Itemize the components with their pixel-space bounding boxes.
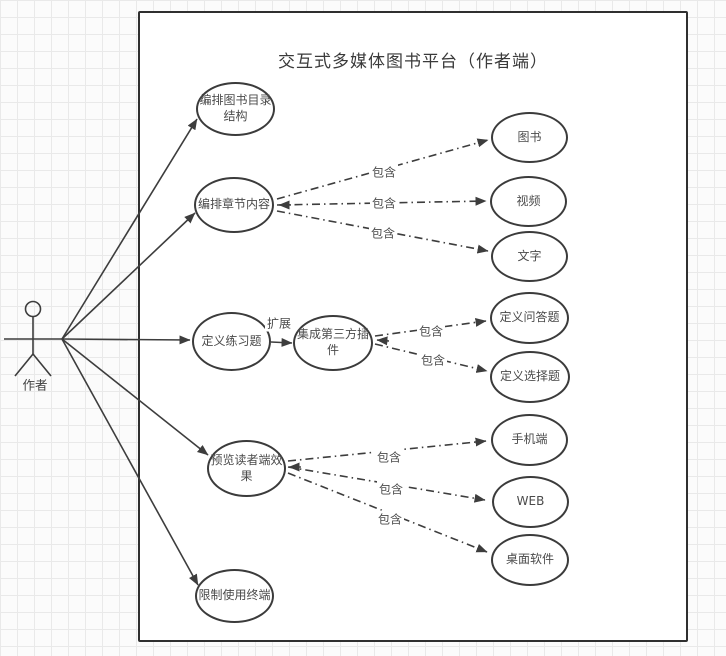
edge-actor-chapter xyxy=(61,212,196,340)
reverse-arrowheads xyxy=(278,200,390,472)
edge-actor-catalog xyxy=(61,118,198,340)
usecase-book[interactable]: 图书 xyxy=(491,112,568,163)
edge-label-include: 包含 xyxy=(418,351,448,369)
usecase-label: 图书 xyxy=(517,129,542,144)
edge-actor-exercise xyxy=(61,335,191,345)
usecase-label: 视频 xyxy=(516,193,541,208)
actor-head xyxy=(24,300,42,318)
edge-actor-restrict xyxy=(61,338,199,586)
usecase-mobile[interactable]: 手机端 xyxy=(491,414,568,466)
actor-leg-right xyxy=(32,353,52,377)
usecase-label: 桌面软件 xyxy=(505,552,554,567)
usecase-label: 文字 xyxy=(517,248,542,263)
usecase-preview[interactable]: 预览读者端效果 xyxy=(207,440,286,497)
actor-figure[interactable] xyxy=(4,300,62,377)
usecase-qa[interactable]: 定义问答题 xyxy=(490,292,569,344)
usecase-text[interactable]: 文字 xyxy=(491,231,568,282)
edge-actor-preview xyxy=(61,338,209,456)
usecase-web[interactable]: WEB xyxy=(492,476,569,528)
usecase-plugin[interactable]: 集成第三方插件 xyxy=(293,315,373,371)
edge-label-extend: 扩展 xyxy=(264,314,294,332)
reverse-arrow-plugin xyxy=(376,336,390,346)
usecase-label: 编排图书目录结构 xyxy=(199,93,272,123)
edge-label-include: 包含 xyxy=(376,480,406,498)
usecase-exercise[interactable]: 定义练习题 xyxy=(192,312,271,371)
actor-leg-left xyxy=(14,353,34,377)
diagram-title: 交互式多媒体图书平台（作者端） xyxy=(278,52,548,72)
usecase-label: 编排章节内容 xyxy=(197,197,270,212)
usecase-choice[interactable]: 定义选择题 xyxy=(490,351,570,403)
usecase-label: 限制使用终端 xyxy=(198,588,271,603)
usecase-label: WEB xyxy=(516,494,545,509)
edge-label-include: 包含 xyxy=(369,194,399,212)
usecase-desktop[interactable]: 桌面软件 xyxy=(491,534,569,586)
usecase-video[interactable]: 视频 xyxy=(490,176,567,227)
usecase-label: 定义问答题 xyxy=(499,310,560,325)
edge-label-include: 包含 xyxy=(374,448,404,466)
edge-exercise-plugin-extend xyxy=(270,338,293,347)
usecase-label: 定义练习题 xyxy=(201,333,262,348)
usecase-chapter[interactable]: 编排章节内容 xyxy=(194,177,274,233)
usecase-restrict[interactable]: 限制使用终端 xyxy=(195,569,274,623)
edge-label-include: 包含 xyxy=(375,510,405,528)
edge-label-include: 包含 xyxy=(369,163,399,181)
usecase-label: 定义选择题 xyxy=(499,369,560,384)
edge-label-include: 包含 xyxy=(416,322,446,340)
usecase-label: 手机端 xyxy=(511,432,548,447)
edge-label-include: 包含 xyxy=(368,224,398,242)
association-lines xyxy=(61,118,293,586)
usecase-label: 集成第三方插件 xyxy=(296,327,369,357)
usecase-catalog[interactable]: 编排图书目录结构 xyxy=(196,82,275,136)
actor-label: 作者 xyxy=(22,377,48,393)
usecase-label: 预览读者端效果 xyxy=(210,452,283,483)
